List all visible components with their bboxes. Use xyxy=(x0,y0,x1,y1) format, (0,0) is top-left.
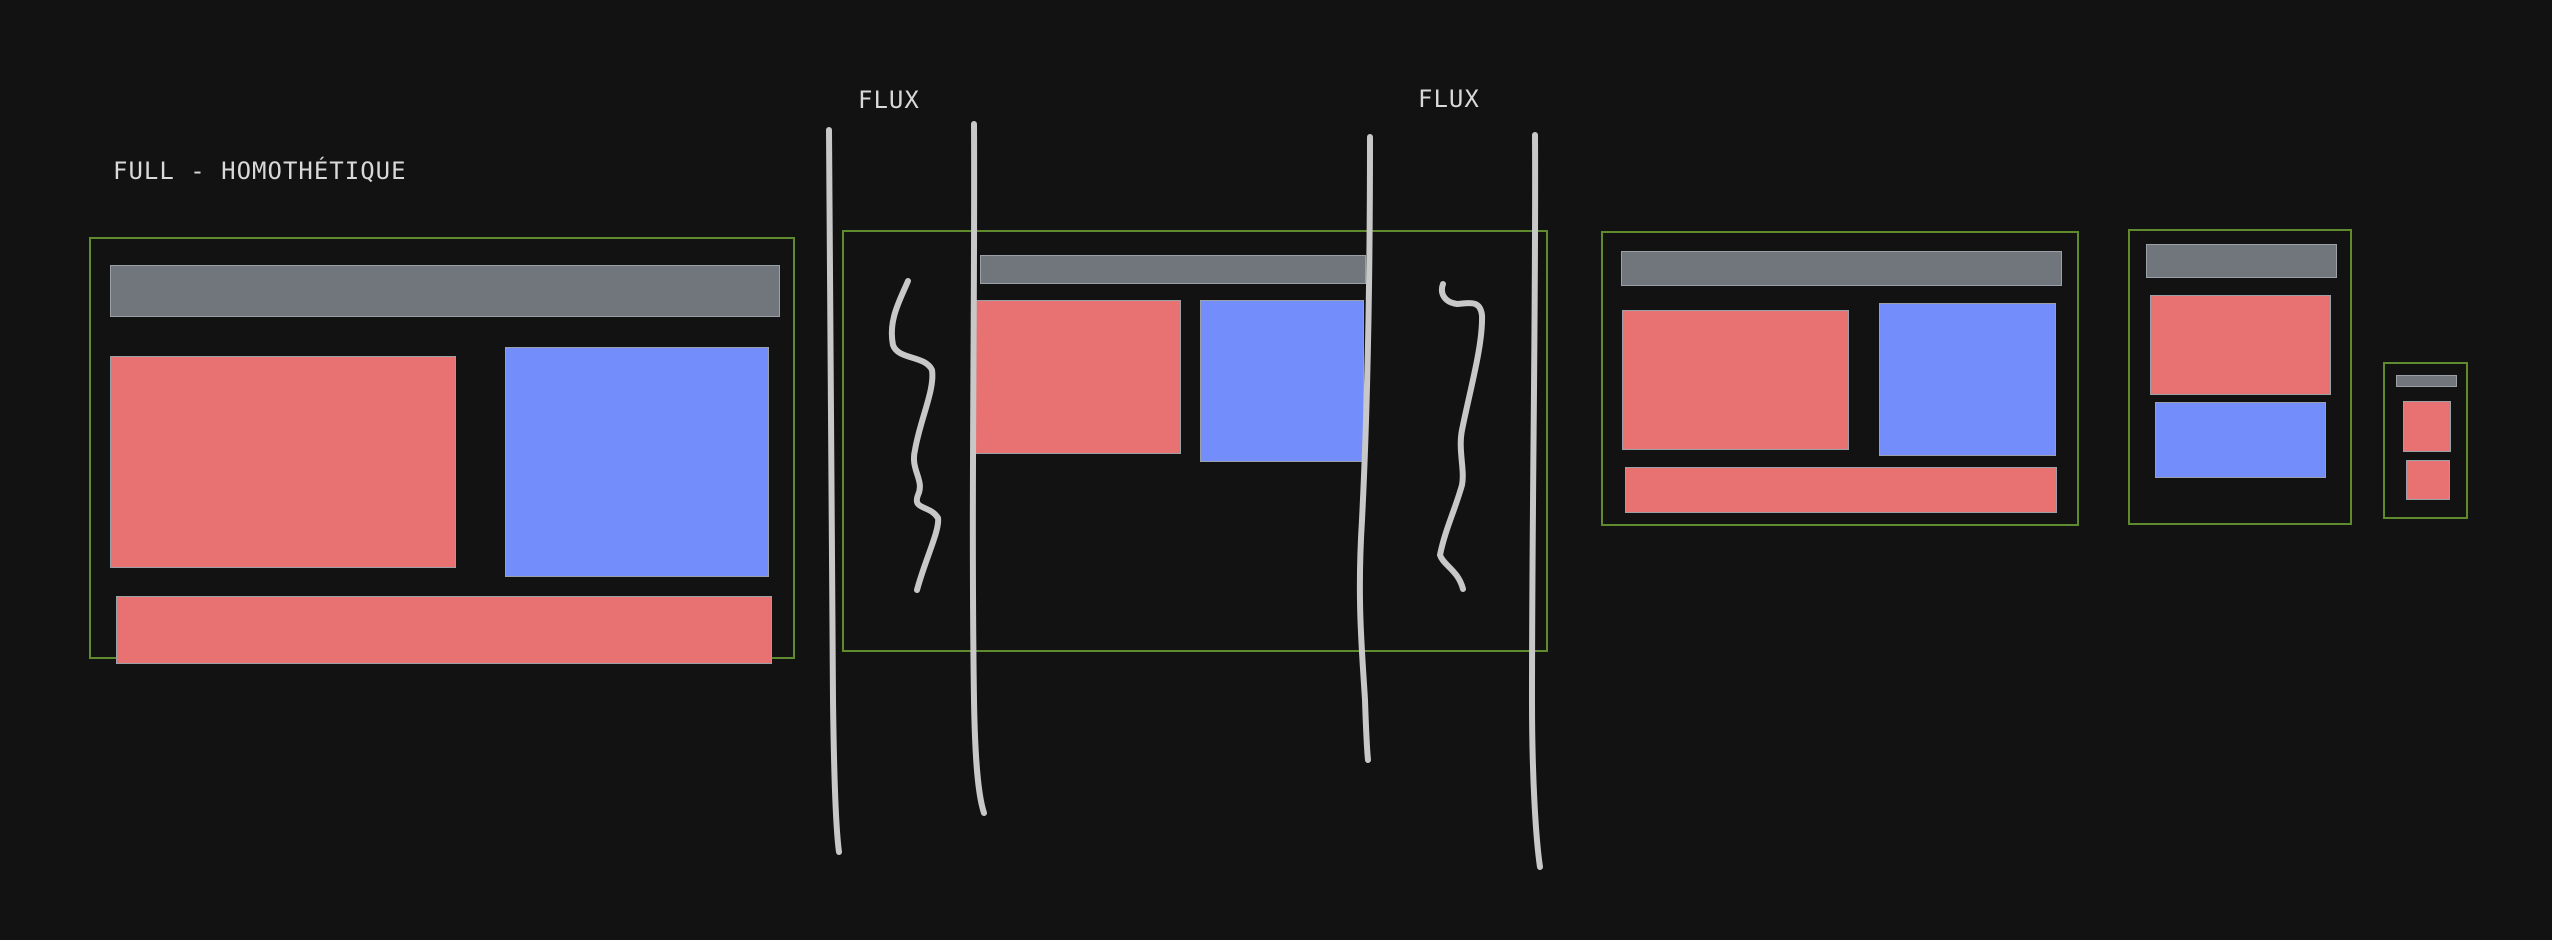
layout-medium-header-block xyxy=(1621,251,2062,286)
label-flux-left: FLUX xyxy=(858,86,920,114)
layout-flux-blue-block xyxy=(1200,300,1364,462)
layout-flux-header-block xyxy=(980,255,1366,284)
layout-full-footer-red-block xyxy=(116,596,772,664)
layout-medium-red-block xyxy=(1622,310,1849,450)
layout-mobile-header-block xyxy=(2396,375,2457,387)
layout-tablet-blue-block xyxy=(2155,402,2326,478)
flux-left-guide-line-2 xyxy=(969,121,987,816)
layout-medium-footer-red-block xyxy=(1625,467,2057,513)
layout-full-header-block xyxy=(110,265,780,317)
label-flux-right: FLUX xyxy=(1418,85,1480,113)
layout-full-side-blue-block xyxy=(505,347,769,577)
layout-mobile-red-block-1 xyxy=(2403,401,2451,452)
layout-medium-frame xyxy=(1601,231,2079,526)
layout-medium-blue-block xyxy=(1879,303,2056,456)
flux-right-guide-line-2 xyxy=(1529,132,1543,870)
layout-tablet-red-block xyxy=(2150,295,2331,395)
layout-full-main-red-block xyxy=(110,356,456,568)
layout-flux-red-block xyxy=(975,300,1181,454)
layout-flux-frame xyxy=(842,230,1548,652)
label-full-homothetique: FULL - HOMOTHÉTIQUE xyxy=(113,157,407,185)
layout-mobile-red-block-2 xyxy=(2406,460,2450,500)
layout-tablet-header-block xyxy=(2146,244,2337,278)
flux-left-guide-line-1 xyxy=(826,127,842,855)
flux-right-guide-line-1 xyxy=(1356,134,1373,763)
flux-left-squiggle xyxy=(888,278,942,593)
flux-right-squiggle xyxy=(1437,281,1486,592)
layout-mobile-frame xyxy=(2383,362,2468,519)
layout-tablet-frame xyxy=(2128,229,2352,525)
